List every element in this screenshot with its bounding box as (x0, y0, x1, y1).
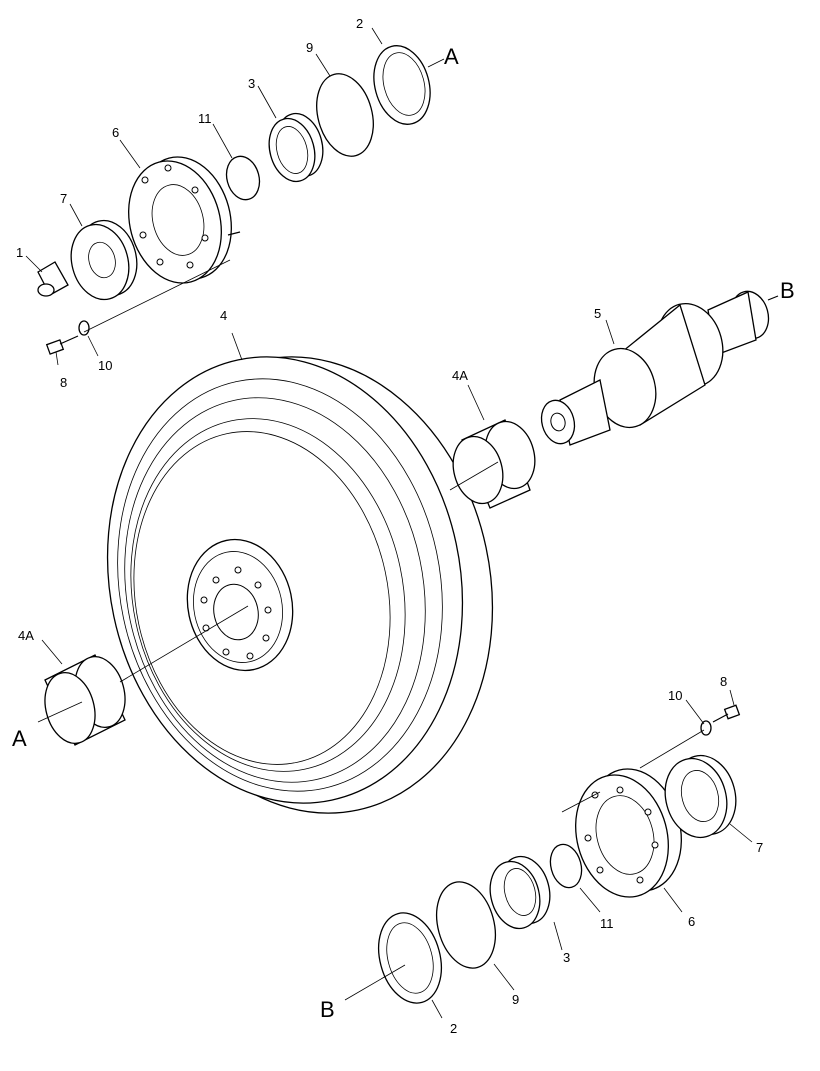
label-3-top: 3 (248, 76, 255, 91)
collar-7-bottom (664, 754, 737, 839)
plug-1 (37, 261, 69, 297)
label-A-top: A (444, 44, 459, 69)
bushing-right (452, 419, 536, 509)
oring-9-top (316, 73, 374, 157)
label-B-right: B (780, 278, 795, 303)
idler-wheel (106, 356, 494, 814)
label-6-bottom: 6 (688, 914, 695, 929)
label-2-bottom: 2 (450, 1021, 457, 1036)
washer-10-bottom (700, 720, 712, 736)
oring-11-top (225, 155, 261, 201)
ring-2-bottom (378, 912, 442, 1004)
label-9-top: 9 (306, 40, 313, 55)
bolt-8-bottom (712, 704, 741, 723)
label-8-top: 8 (60, 375, 67, 390)
label-4: 4 (220, 308, 227, 323)
label-8-bottom: 8 (720, 674, 727, 689)
retainer-6-bottom (575, 768, 682, 898)
label-B-bottom: B (320, 997, 335, 1022)
ring-2-top (373, 45, 431, 125)
seal-3-bottom (489, 855, 551, 930)
label-4a-left: 4A (18, 628, 34, 643)
label-10-top: 10 (98, 358, 112, 373)
label-11-top: 11 (198, 111, 212, 126)
seal-3-top (268, 112, 324, 183)
hub-bolt-holes (200, 566, 272, 660)
bolt-8-top (45, 335, 79, 355)
leader-lines (25, 27, 753, 1019)
label-7-bottom: 7 (756, 840, 763, 855)
label-2-top: 2 (356, 16, 363, 31)
oring-9-bottom (436, 881, 496, 969)
label-11-bottom: 11 (600, 916, 614, 931)
label-1: 1 (16, 245, 23, 260)
washer-10-top (78, 320, 90, 336)
label-3-bottom: 3 (563, 950, 570, 965)
label-10-bottom: 10 (668, 688, 682, 703)
label-4a-right: 4A (452, 368, 468, 383)
collar-7-top (70, 219, 138, 301)
label-7-top: 7 (60, 191, 67, 206)
label-5: 5 (594, 306, 601, 321)
label-6-top: 6 (112, 125, 119, 140)
assembly-center-lines (37, 58, 705, 1001)
retainer-6-top (128, 156, 241, 284)
shaft (540, 290, 779, 446)
oring-11-bottom (549, 843, 583, 889)
bushing-left (44, 654, 126, 746)
part-labels: 1 2 3 4 4A 4A 5 6 7 8 9 10 11 2 3 6 7 8 … (12, 16, 795, 1036)
label-9-bottom: 9 (512, 992, 519, 1007)
label-A-left: A (12, 726, 27, 751)
